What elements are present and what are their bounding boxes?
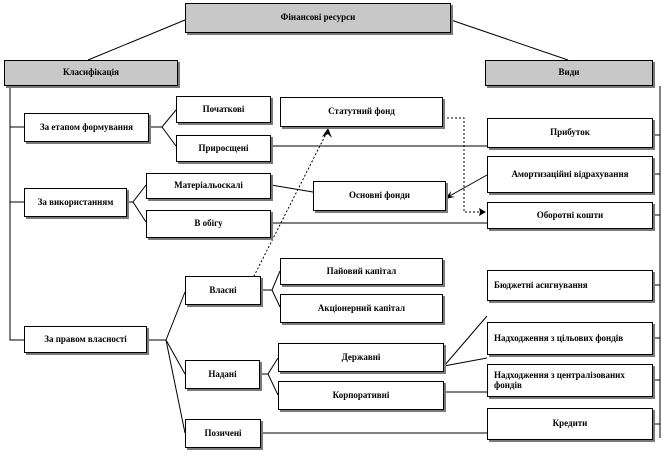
connector [147,339,186,434]
ownership-attracted: Надані [185,360,260,389]
statutory-fund: Статутний фонд [280,97,443,127]
arrowhead [445,191,455,199]
ownership-own: Власні [185,276,261,305]
group-by-stage: За етапом формування [24,113,149,142]
classification-header: Класифікація [4,60,178,86]
stage-incremented: Приросщені [176,135,271,162]
dotted-arrow-statutory-to-working [443,117,480,213]
arrowhead [322,128,332,138]
arrowhead [479,208,486,216]
types-header: Види [485,60,653,86]
share-capital: Пайовий капітал [280,258,443,285]
connector [127,201,147,223]
group-by-use: За використанням [24,188,127,217]
ownership-borrowed: Позичені [185,419,261,448]
connector [147,339,186,375]
connector [149,126,177,147]
type-from-centralized-funds: Надходження з централізованих фондів [487,364,653,397]
connector [261,270,281,291]
connector [127,184,147,203]
dotted-arrow-own-to-statutory [251,129,329,281]
joint-stock-capital: Акціонерний капітал [280,294,443,323]
title-box: Фінансові ресурси [185,3,451,33]
type-profit: Прибуток [487,118,653,148]
group-by-ownership: За правом власності [24,326,147,353]
connector [87,19,186,61]
corporate-funds: Корпоративні [278,381,444,410]
connector [260,357,279,375]
connector [9,86,24,341]
connector [450,19,569,61]
type-amortization: Амортизаційні відрахування [487,156,653,193]
connector [443,357,488,367]
connector [443,315,488,367]
use-in-circulation: В обігу [146,210,271,238]
connector [149,109,177,128]
type-from-target-funds: Надходження з цільових фондів [487,322,653,355]
state-funds: Державні [278,343,444,372]
type-credits: Кредити [487,408,653,440]
connector [261,289,281,308]
type-budget: Бюджетні асигнування [487,270,653,301]
use-intangible: Матеріальоскалі [146,173,271,199]
type-working-capital: Оборотні кошти [487,202,653,229]
fixed-funds: Основні фонди [313,181,446,211]
connector [270,184,314,193]
connector [260,373,279,396]
arrow-amortization-to-fixed [445,174,488,199]
stage-initial: Початкові [176,96,271,123]
connector [147,291,186,341]
